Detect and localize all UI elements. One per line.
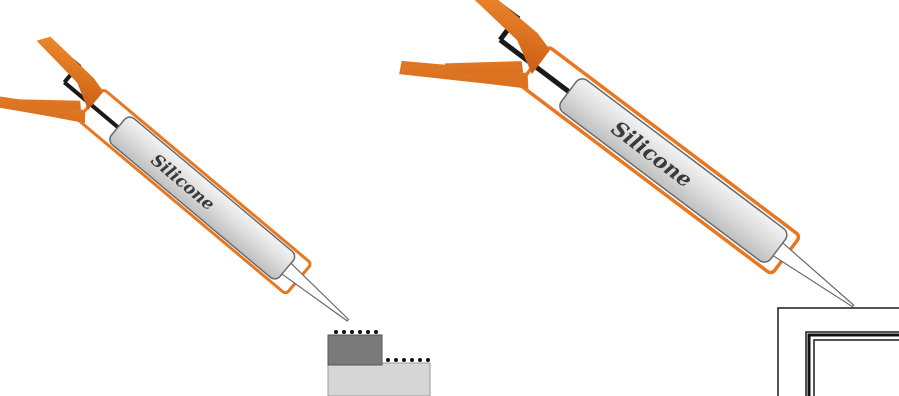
sealant-corner-bead [807, 333, 899, 396]
inner-frame-line-2 [813, 339, 899, 396]
nozzle-icon [281, 262, 350, 322]
silicone-cartridge-icon: Silicone [559, 78, 788, 263]
silicone-cartridge-icon: Silicone [109, 116, 296, 280]
lower-block [327, 362, 431, 396]
sealant-beads-lower [386, 358, 430, 362]
trigger-lever [444, 61, 524, 75]
trigger-handle [36, 36, 104, 111]
right-panel: Silicone [399, 0, 899, 396]
trigger-lever [16, 99, 81, 110]
step-joint [327, 330, 431, 396]
left-panel: Silicone [0, 36, 431, 396]
outer-frame-line [777, 307, 899, 396]
sealant-beads-upper [334, 330, 378, 334]
grip-handle [399, 60, 529, 89]
trigger-handle [466, 0, 551, 74]
upper-block [327, 334, 383, 366]
grip-handle [0, 93, 86, 124]
inner-frame-line-1 [805, 331, 899, 396]
inside-corner [777, 307, 899, 396]
nozzle-icon [772, 242, 855, 308]
caulking-gun-icon: Silicone [0, 36, 350, 322]
caulking-gun-icon: Silicone [399, 0, 855, 308]
